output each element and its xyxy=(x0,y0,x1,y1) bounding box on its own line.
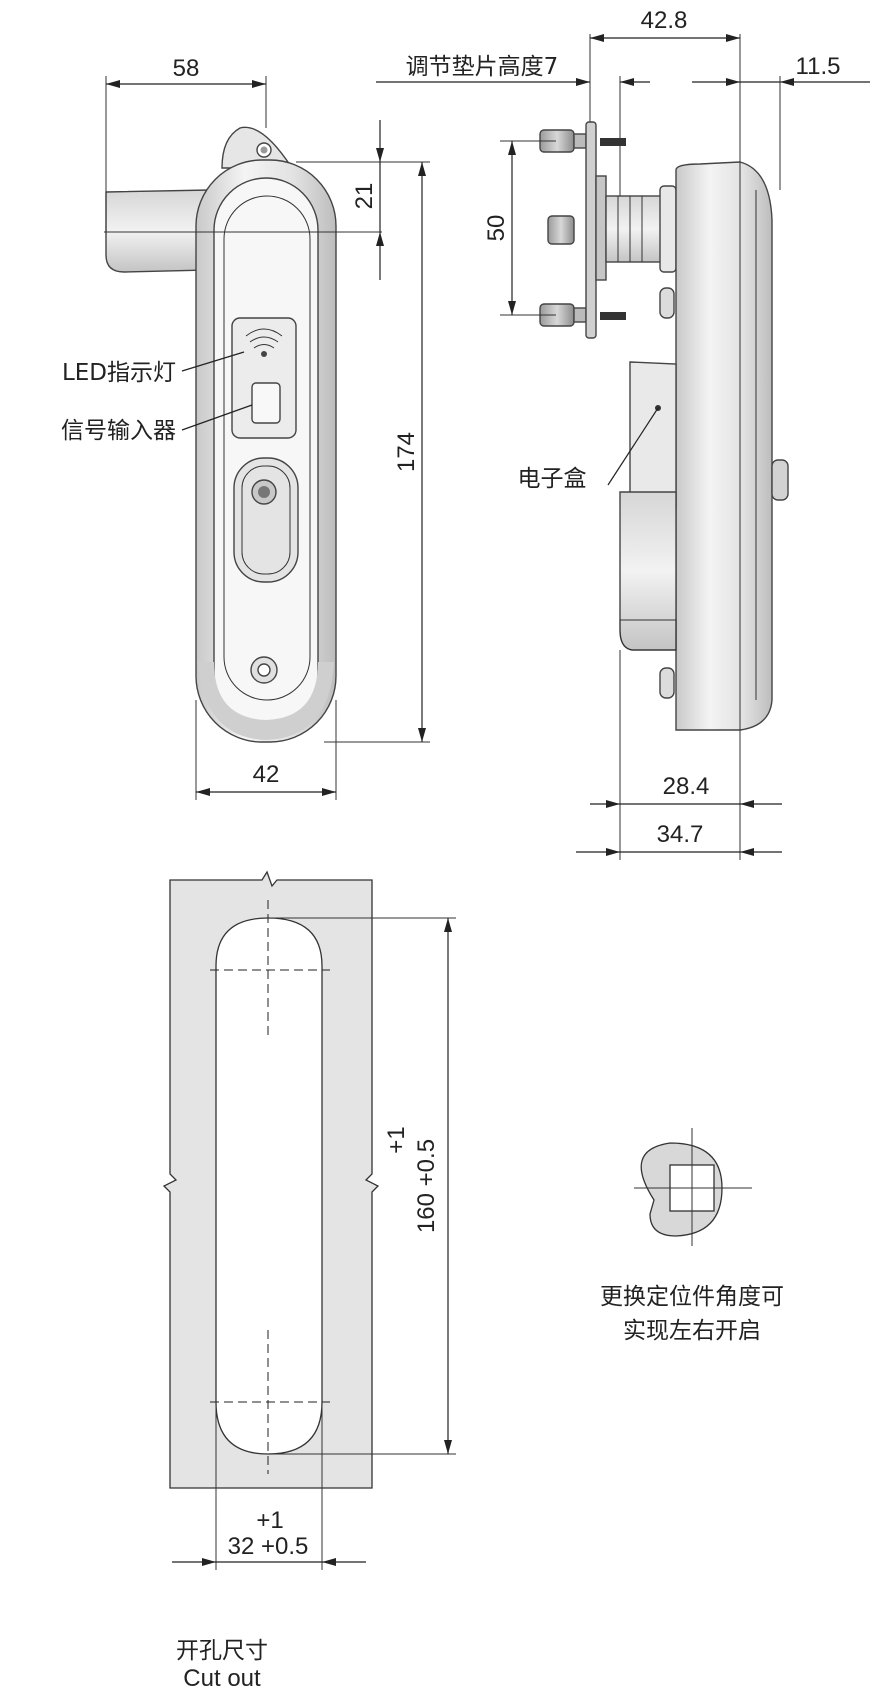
label-led: LED指示灯 xyxy=(62,360,176,386)
cutout-title-cn: 开孔尺寸 xyxy=(176,1638,268,1664)
bolt-top xyxy=(539,129,626,153)
front-view xyxy=(104,76,430,800)
cutout-view xyxy=(162,870,456,1570)
dim-58: 58 xyxy=(173,55,200,82)
label-ebox: 电子盒 xyxy=(518,466,587,492)
dim-11-5: 11.5 xyxy=(796,53,841,80)
dim-32: 32 +0.5 xyxy=(228,1533,309,1560)
dim-50: 50 xyxy=(483,215,510,242)
cam-note-line1: 更换定位件角度可 xyxy=(600,1284,784,1310)
cam-detail xyxy=(634,1128,752,1246)
bolt-mid xyxy=(547,215,575,245)
bolt-bottom xyxy=(539,303,626,327)
dim-28-4: 28.4 xyxy=(663,773,710,800)
shim-note: 调节垫片高度7 xyxy=(406,54,559,80)
label-signal: 信号输入器 xyxy=(61,418,176,444)
dim-42: 42 xyxy=(253,761,280,788)
dim-174: 174 xyxy=(393,432,420,472)
dim-32-tol: +1 xyxy=(256,1507,283,1534)
dim-34-7: 34.7 xyxy=(657,821,704,848)
dim-21: 21 xyxy=(351,183,378,210)
cutout-title-en: Cut out xyxy=(183,1665,261,1692)
dim-42-8: 42.8 xyxy=(641,7,688,34)
dim-160: 160 +0.5 xyxy=(413,1139,440,1233)
side-view xyxy=(376,34,870,860)
cam-note-line2: 实现左右开启 xyxy=(623,1318,761,1344)
dim-160-tol: +1 xyxy=(383,1126,410,1153)
